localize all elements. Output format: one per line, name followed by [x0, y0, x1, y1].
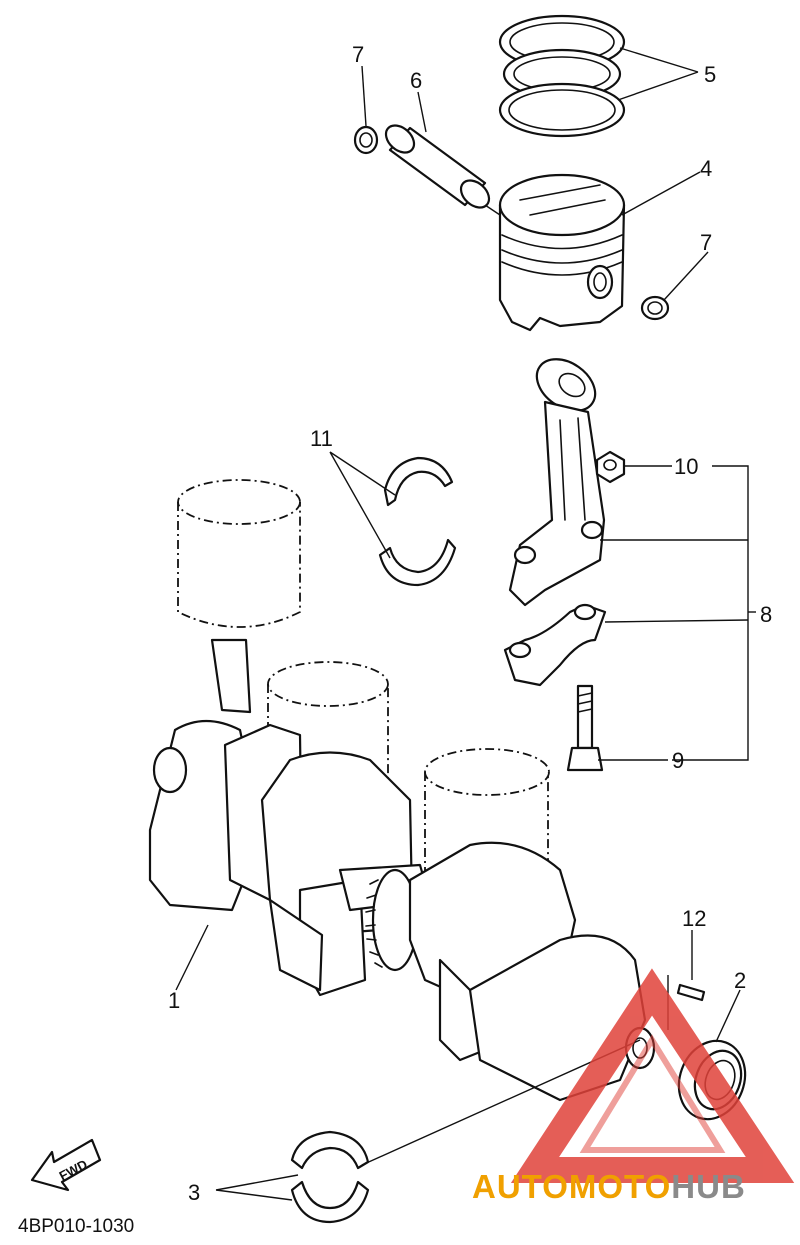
callout-5: 5 [704, 62, 716, 87]
circlip-top [353, 125, 379, 155]
connecting-rod-cap [503, 603, 607, 687]
piston [498, 173, 626, 332]
diagram-code: 4BP010-1030 [18, 1216, 134, 1237]
callout-3: 3 [188, 1180, 200, 1205]
piston-pin [384, 124, 501, 216]
big-end-bearings [378, 456, 457, 587]
main-bearing [290, 1130, 370, 1224]
fwd-arrow: FWD [30, 1138, 102, 1192]
rod-bolt [566, 684, 604, 772]
callout-12: 12 [682, 906, 706, 931]
callout-11: 11 [310, 426, 333, 451]
connecting-rod [508, 358, 606, 607]
watermark-part2: HUB [671, 1168, 746, 1205]
watermark-logo [510, 968, 795, 1183]
callout-4: 4 [700, 156, 712, 181]
callout-8: 8 [760, 602, 772, 627]
callout-1: 1 [168, 988, 180, 1013]
dowel-pin [676, 983, 706, 1002]
callout-7-top: 7 [352, 42, 364, 67]
callout-6: 6 [410, 68, 422, 93]
rod-nut [595, 450, 626, 484]
callout-9: 9 [672, 748, 684, 773]
callout-10: 10 [674, 454, 698, 479]
crankshaft [148, 479, 656, 1102]
circlip-right [640, 295, 670, 321]
watermark-part1: AUTOMOTO [472, 1168, 671, 1205]
watermark-text: AUTOMOTOHUB [472, 1168, 746, 1205]
callout-7-right: 7 [700, 230, 712, 255]
piston-rings [498, 14, 626, 138]
callout-2: 2 [734, 968, 746, 993]
callout-numbers: 7 6 5 4 7 11 10 8 9 12 2 1 3 [168, 42, 772, 1205]
